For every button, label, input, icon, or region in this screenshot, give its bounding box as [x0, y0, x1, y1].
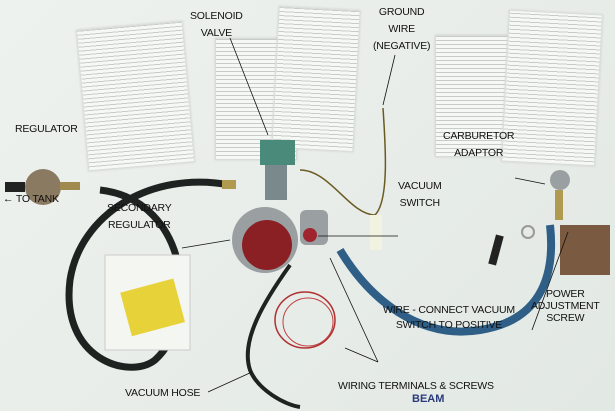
parts-packet-yellow-label — [120, 278, 185, 337]
leader-vacuum-hose — [207, 371, 253, 393]
label-wire-connect: WIRE - CONNECT VACUUM SWITCH TO POSITIVE — [383, 304, 515, 332]
parts-box — [560, 225, 610, 275]
vacuum-hose-part — [245, 263, 301, 409]
label-line: SECONDARY — [107, 202, 172, 214]
regulator-part — [25, 169, 61, 205]
red-wire-coil-inner — [282, 297, 334, 347]
label-line: ADJUSTMENT — [531, 300, 600, 312]
hose-fitting — [222, 180, 236, 189]
label-line: CARBURETOR — [443, 130, 515, 142]
label-line: SWITCH TO POSITIVE — [395, 319, 503, 331]
hose-connector — [488, 234, 504, 266]
solenoid-body — [265, 165, 287, 200]
leader-power-adjustment — [531, 231, 569, 331]
leader-wire-coil — [344, 347, 379, 363]
label-line: VALVE — [200, 27, 232, 39]
carburetor-adaptor-part — [550, 170, 570, 190]
label-line: ADAPTOR — [454, 147, 504, 159]
power-adjustment-screw-part — [555, 190, 563, 220]
label-line: POWER — [545, 288, 585, 300]
vacuum-switch-part — [303, 228, 317, 242]
label-vacuum-switch: VACUUM SWITCH — [398, 180, 442, 210]
label-vacuum-hose: VACUUM HOSE — [125, 387, 201, 399]
label-wiring-terminals: WIRING TERMINALS & SCREWS — [338, 380, 494, 392]
regulator-inlet — [5, 182, 25, 192]
secondary-regulator-label-plate — [242, 220, 292, 270]
leader-wire-switch — [329, 257, 379, 363]
label-power-adjustment-screw: POWER ADJUSTMENT SCREW — [531, 288, 600, 324]
label-ground-wire: GROUND WIRE (NEGATIVE) — [373, 6, 431, 53]
label-line: (NEGATIVE) — [373, 40, 431, 52]
leader-lines — [181, 37, 569, 393]
beam-package-logo: BEAM — [412, 393, 445, 405]
blue-hose — [336, 224, 556, 336]
label-line: WIRE — [388, 23, 415, 35]
label-line: SOLENOID — [190, 10, 243, 22]
label-line: REGULATOR — [107, 219, 171, 231]
label-to-tank: ← TO TANK — [3, 193, 59, 205]
leader-carburetor-adaptor — [514, 177, 546, 185]
label-carburetor-adaptor: CARBURETOR ADAPTOR — [443, 130, 515, 160]
leader-ground-wire — [382, 54, 396, 106]
label-solenoid-valve: SOLENOID VALVE — [190, 10, 243, 40]
ground-wire-part — [299, 107, 387, 216]
label-line: VACUUM — [398, 180, 442, 192]
red-wire-coil — [274, 291, 336, 349]
leader-secondary-regulator — [181, 239, 231, 249]
leader-solenoid — [229, 37, 269, 136]
label-line: WIRE - CONNECT VACUUM — [383, 304, 515, 316]
solenoid-part — [260, 140, 295, 165]
hose-clamp — [521, 225, 535, 239]
label-line: SCREW — [546, 312, 585, 324]
label-secondary-regulator: SECONDARY REGULATOR — [107, 202, 172, 232]
regulator-fitting — [60, 182, 80, 190]
label-regulator: REGULATOR — [15, 123, 78, 135]
small-bag — [370, 215, 382, 250]
label-line: GROUND — [378, 6, 425, 18]
label-line: SWITCH — [399, 197, 440, 209]
